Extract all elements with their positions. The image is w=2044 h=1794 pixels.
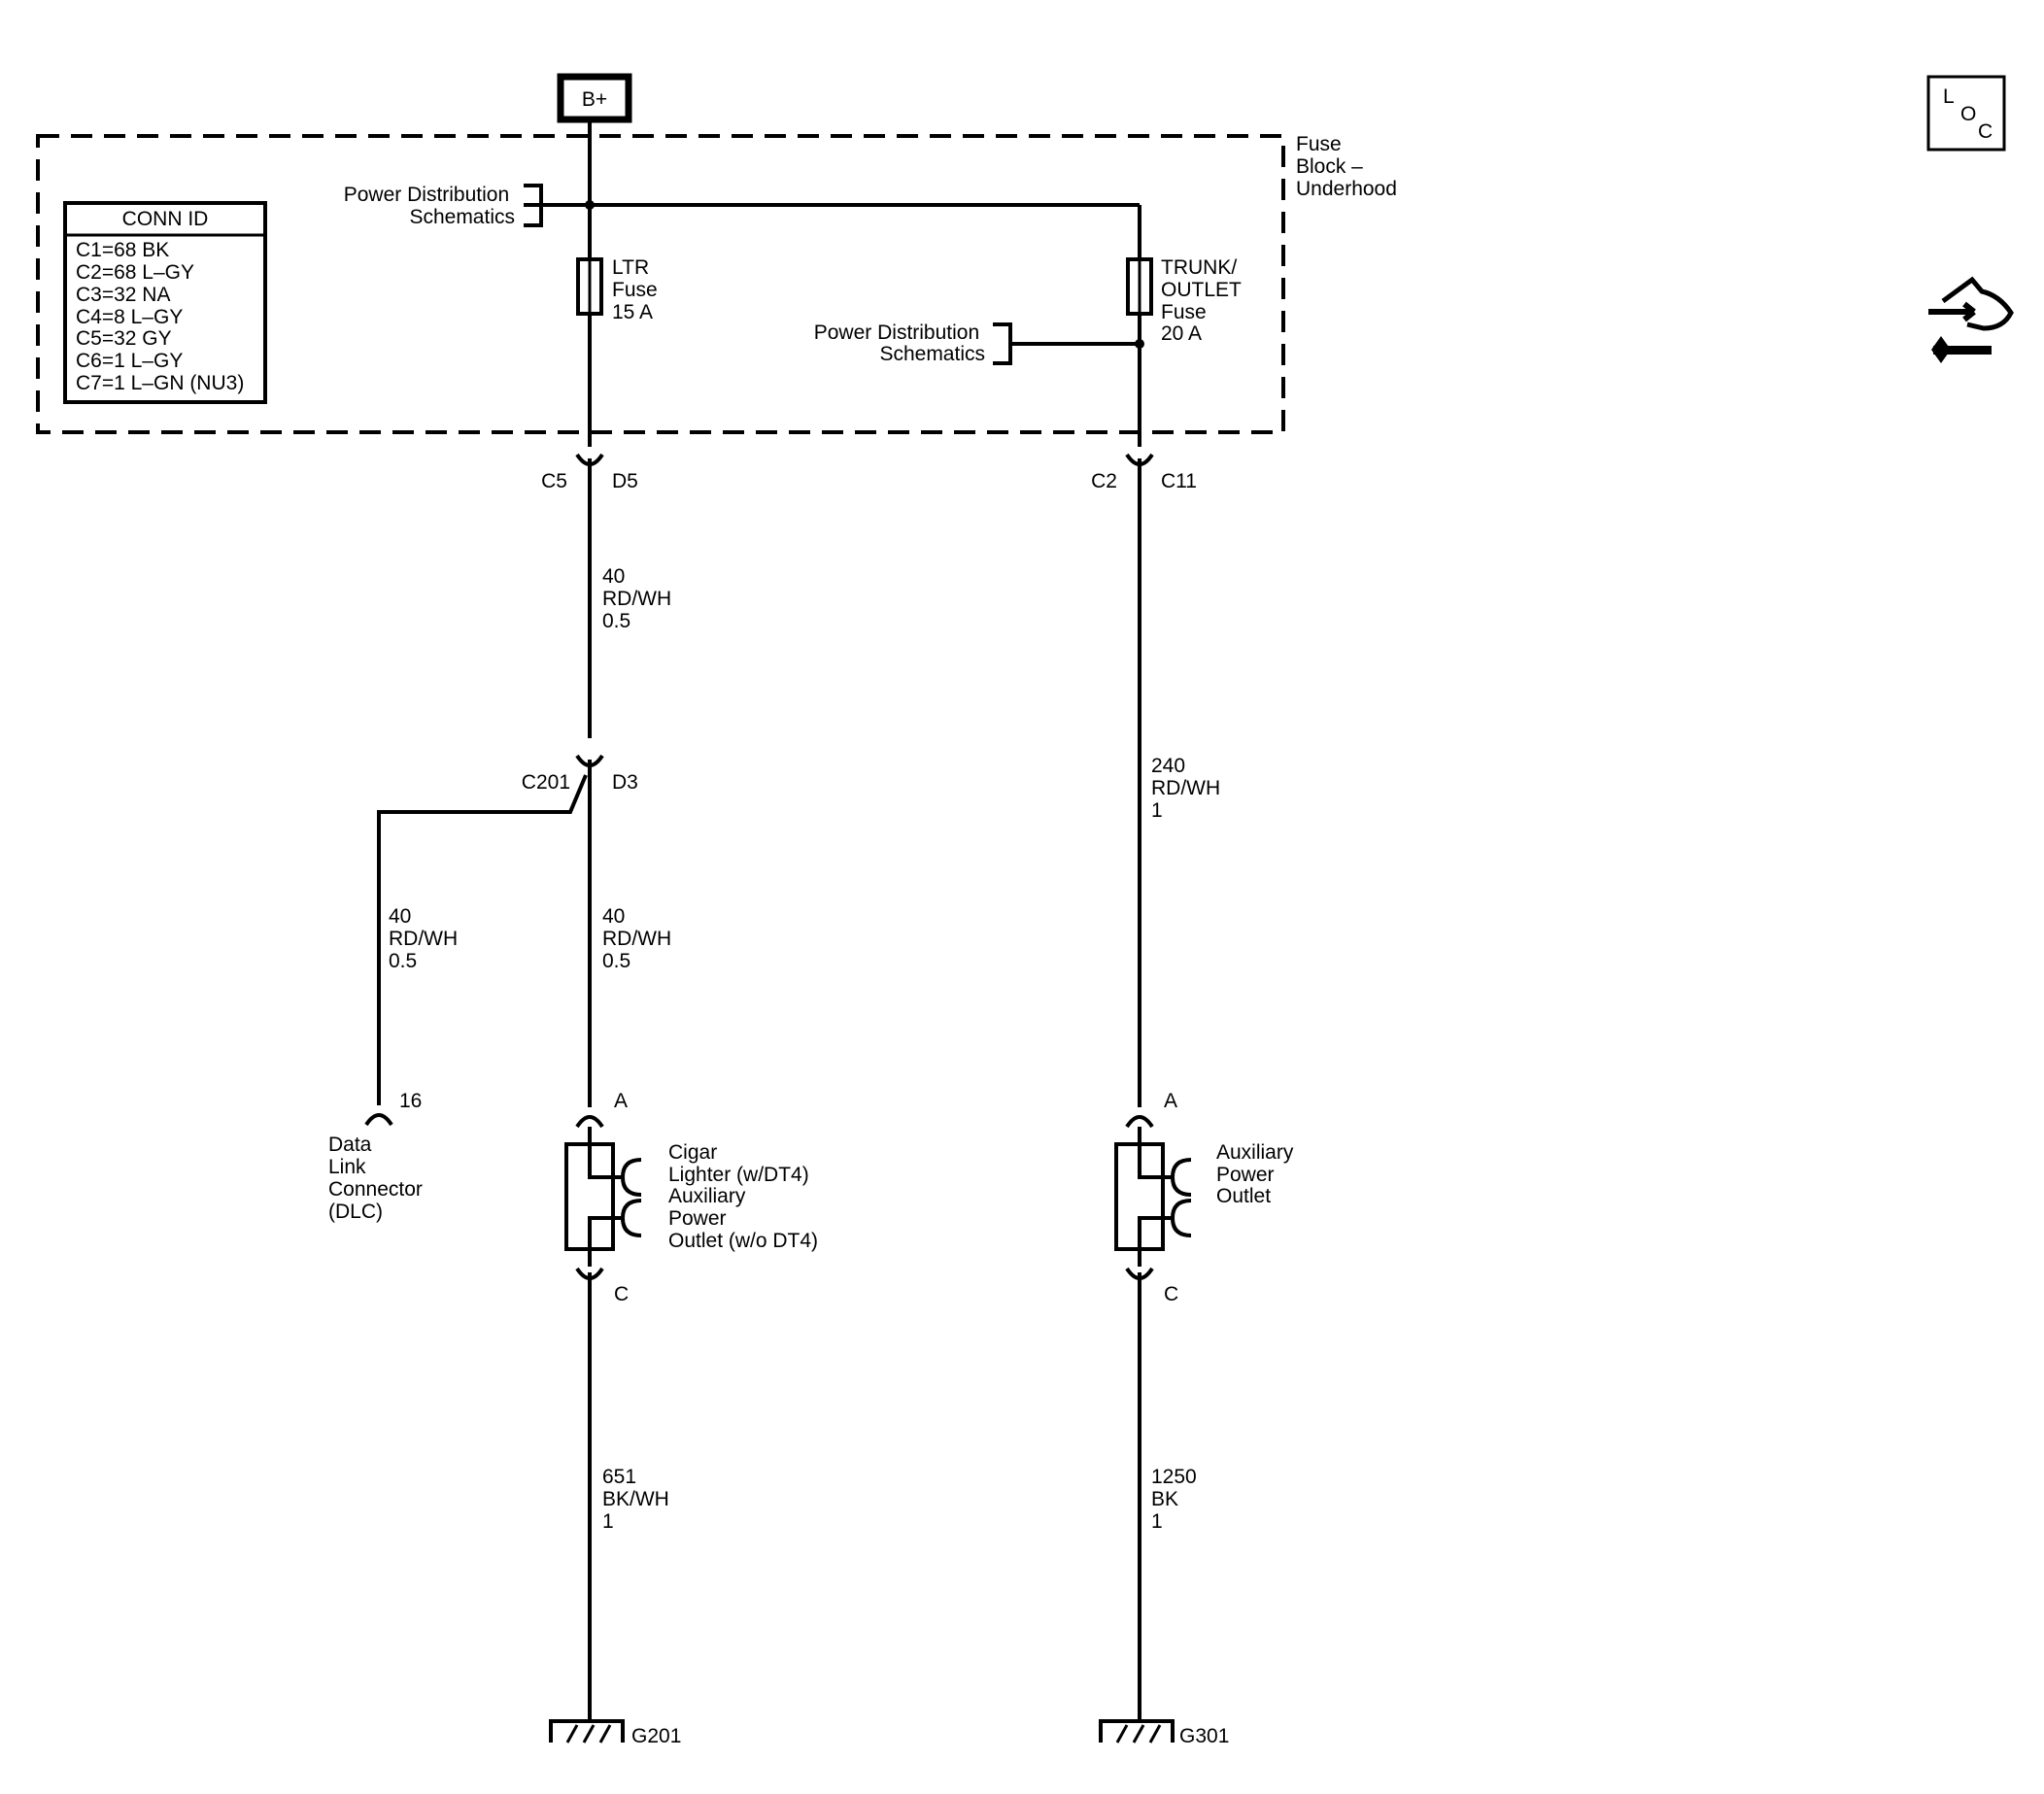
power-distribution-ref-bracket bbox=[993, 322, 1012, 365]
svg-text:C: C bbox=[1164, 1283, 1178, 1305]
auxiliary-power-outlet-component[interactable]: A C Auxiliary Power Outlet bbox=[1114, 1090, 1299, 1305]
ltr-fuse: LTR Fuse 15 A bbox=[576, 256, 664, 323]
svg-text:L: L bbox=[1943, 85, 1955, 108]
svg-text:C: C bbox=[1978, 120, 1993, 143]
svg-text:16: 16 bbox=[399, 1090, 422, 1112]
ground-g301-icon: G301 bbox=[1099, 1719, 1229, 1747]
conn-id-table: CONN ID C1=68 BK C2=68 L–GY C3=32 NA C4=… bbox=[63, 201, 267, 404]
fuse-block-outline bbox=[36, 134, 1285, 434]
fuse-block-label: Fuse Block – Underhood bbox=[1296, 133, 1397, 200]
wire-label-dlc: 40 RD/WH 0.5 bbox=[389, 905, 463, 972]
svg-text:LTR Fuse 15 A: LTR Fuse 15 A bbox=[612, 256, 664, 323]
svg-text:D3: D3 bbox=[612, 771, 638, 794]
hand-wrench-icon[interactable] bbox=[1928, 276, 2014, 363]
power-distribution-ref-2[interactable]: Power Distribution Schematics bbox=[814, 322, 985, 365]
svg-text:O: O bbox=[1960, 103, 1976, 125]
data-link-connector[interactable]: 16 Data Link Connector (DLC) bbox=[328, 1090, 428, 1223]
connector-c5-d5: C5 D5 bbox=[541, 453, 638, 492]
svg-text:Cigar Lighter (w/DT4): Cigar Lighter (w/DT4) Auxiliary Power Ou… bbox=[668, 1141, 818, 1252]
power-distribution-ref-1[interactable]: Power Distribution Schematics bbox=[344, 184, 515, 228]
svg-text:G301: G301 bbox=[1179, 1725, 1229, 1747]
connector-c201-d3: C201 D3 bbox=[522, 754, 638, 794]
svg-text:C: C bbox=[614, 1283, 629, 1305]
svg-text:A: A bbox=[1164, 1090, 1177, 1112]
svg-text:C1=68 BK C2=68 L–GY: C1=68 BK C2=68 L–GY C3=32 NA C4=8 L–GY C… bbox=[76, 239, 244, 394]
svg-text:C201: C201 bbox=[522, 771, 570, 794]
svg-text:B+: B+ bbox=[582, 88, 607, 111]
svg-text:A: A bbox=[614, 1090, 628, 1112]
wire-label-right-ground: 1250 BK 1 bbox=[1151, 1466, 1203, 1533]
conn-id-title: CONN ID bbox=[122, 208, 209, 230]
svg-text:C2: C2 bbox=[1091, 470, 1117, 492]
loc-icon[interactable]: L O C bbox=[1926, 75, 2006, 152]
wire-label-right-top: 240 RD/WH 1 bbox=[1151, 755, 1226, 822]
svg-text:G201: G201 bbox=[631, 1725, 681, 1747]
power-distribution-ref-bracket bbox=[524, 184, 543, 227]
wire-label-left-ground: 651 BK/WH 1 bbox=[602, 1466, 675, 1533]
ground-g201-icon: G201 bbox=[549, 1719, 681, 1747]
cigar-lighter-component[interactable]: A C Cigar Lighter (w/DT4) Auxiliary Powe… bbox=[564, 1090, 818, 1305]
connector-c2-c11: C2 C11 bbox=[1091, 453, 1197, 492]
svg-text:TRUNK/ OUTLET Fuse: TRUNK/ OUTLET Fuse 20 A bbox=[1161, 256, 1246, 345]
svg-text:Data Link Connecto: Data Link Connector (DLC) bbox=[328, 1134, 428, 1223]
svg-text:D5: D5 bbox=[612, 470, 638, 492]
svg-text:C11: C11 bbox=[1161, 470, 1197, 492]
svg-text:C5: C5 bbox=[541, 470, 567, 492]
wire-label-lighter: 40 RD/WH 0.5 bbox=[602, 905, 677, 972]
wire-label-left-top: 40 RD/WH 0.5 bbox=[602, 565, 677, 632]
battery-positive-box: B+ bbox=[557, 73, 632, 123]
svg-text:Auxiliary Power Ou: Auxiliary Power Outlet bbox=[1216, 1141, 1299, 1207]
trunk-outlet-fuse: TRUNK/ OUTLET Fuse 20 A bbox=[1126, 256, 1246, 345]
